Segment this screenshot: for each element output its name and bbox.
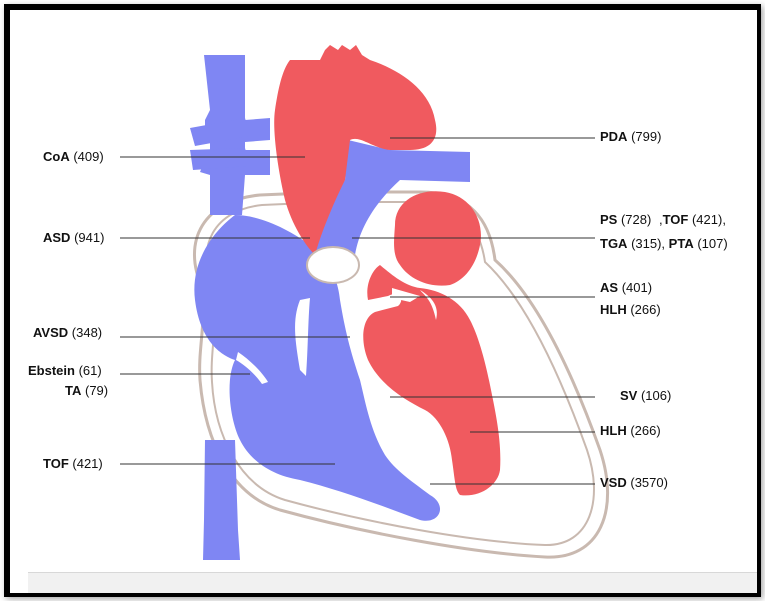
label-asd: ASD (941) xyxy=(43,230,104,246)
label-asd-count: (941) xyxy=(74,230,104,245)
label-tof-right-abbr: TOF xyxy=(663,212,689,227)
inferior-vena-cava xyxy=(203,440,240,560)
label-vsd: VSD (3570) xyxy=(600,475,668,491)
label-tga-pta: TGA (315), PTA (107) xyxy=(600,236,728,252)
label-ebstein-abbr: Ebstein xyxy=(28,363,75,378)
label-tof-left: TOF (421) xyxy=(43,456,103,472)
label-tga-abbr: TGA xyxy=(600,236,627,251)
label-coa: CoA (409) xyxy=(43,149,104,165)
label-hlh-lower-count: (266) xyxy=(630,423,660,438)
label-pta-abbr: PTA xyxy=(669,236,694,251)
label-hlh-upper-count: (266) xyxy=(630,302,660,317)
label-pda-count: (799) xyxy=(631,129,661,144)
label-ebstein: Ebstein (61) xyxy=(28,363,102,379)
label-ps-count: (728) xyxy=(621,212,651,227)
semilunar-valve xyxy=(307,247,359,283)
label-ps-abbr: PS xyxy=(600,212,617,227)
label-tga-count: (315), xyxy=(631,236,665,251)
label-sv: SV (106) xyxy=(620,388,671,404)
label-vsd-count: (3570) xyxy=(630,475,668,490)
label-sv-count: (106) xyxy=(641,388,671,403)
label-avsd: AVSD (348) xyxy=(33,325,102,341)
label-pda: PDA (799) xyxy=(600,129,661,145)
label-avsd-count: (348) xyxy=(72,325,102,340)
label-as-count: (401) xyxy=(622,280,652,295)
label-hlh-lower: HLH (266) xyxy=(600,423,661,439)
label-as-abbr: AS xyxy=(600,280,618,295)
label-tof-left-count: (421) xyxy=(72,456,102,471)
label-tof-left-abbr: TOF xyxy=(43,456,69,471)
label-ps-tof: PS (728) ,TOF (421), xyxy=(600,212,726,228)
label-pda-abbr: PDA xyxy=(600,129,627,144)
label-hlh-lower-abbr: HLH xyxy=(600,423,627,438)
label-coa-abbr: CoA xyxy=(43,149,70,164)
label-pta-count: (107) xyxy=(697,236,727,251)
label-ebstein-count: (61) xyxy=(79,363,102,378)
label-asd-abbr: ASD xyxy=(43,230,70,245)
label-as: AS (401) xyxy=(600,280,652,296)
label-sv-abbr: SV xyxy=(620,388,637,403)
label-vsd-abbr: VSD xyxy=(600,475,627,490)
label-ta-count: (79) xyxy=(85,383,108,398)
label-coa-count: (409) xyxy=(73,149,103,164)
label-avsd-abbr: AVSD xyxy=(33,325,68,340)
label-ta-abbr: TA xyxy=(65,383,81,398)
label-ta: TA (79) xyxy=(65,383,108,399)
label-tof-right-count: (421), xyxy=(692,212,726,227)
label-hlh-upper-abbr: HLH xyxy=(600,302,627,317)
label-hlh-upper: HLH (266) xyxy=(600,302,661,318)
